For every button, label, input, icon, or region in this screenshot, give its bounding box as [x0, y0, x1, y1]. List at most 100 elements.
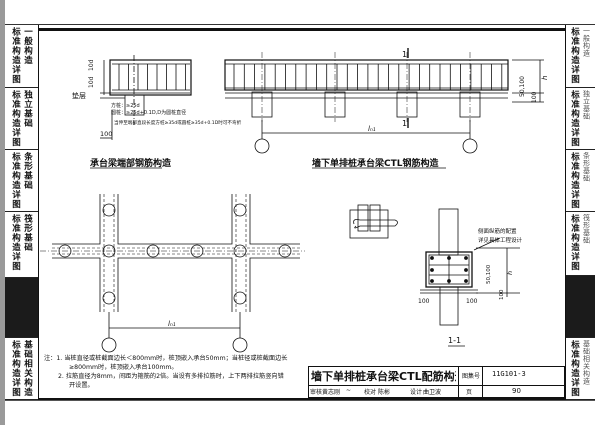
rebar-dot: [464, 279, 468, 283]
dim-100: 100: [531, 91, 538, 103]
pile-circles: [58, 203, 292, 305]
right-tab-related[interactable]: 标准构造详图基础相关构造: [566, 338, 595, 400]
round-pile-note: 圆桩：≥25d+0.1D,D为圆桩直径: [111, 109, 186, 116]
top-border: [5, 24, 595, 25]
atlas-label: 图集号: [462, 373, 481, 380]
reviewer-name: 黄志刚: [322, 389, 341, 396]
right-tab-raft[interactable]: 标准构造详图筏形基础: [566, 212, 595, 276]
left-tab-related[interactable]: 标准构造详图基础相关构造: [5, 338, 38, 400]
ctl-title: 墙下单排桩承台梁CTL钢筋构造: [312, 157, 439, 169]
note-1-cont: ≥800mm时，桩顶嵌入承台100mm。: [69, 364, 178, 371]
pile: [324, 91, 346, 118]
tab-main: 标准构造详图: [10, 340, 21, 397]
designer-name: 曲卫波: [423, 389, 442, 396]
span-label: lₙ₁: [168, 320, 176, 328]
pile-circle: [278, 244, 292, 258]
stirrups: [233, 64, 503, 90]
plan-drawing: lₙ₁: [40, 194, 305, 353]
page-bottom: [5, 400, 595, 401]
left-tab-strip[interactable]: 标准构造详图条形基础: [5, 150, 38, 212]
pile-circle: [233, 244, 247, 258]
rebar-dot: [464, 256, 468, 260]
square-pile-note: 方桩：≥25d: [111, 102, 140, 109]
left-tab-raft[interactable]: 标准构造详图筏形基础: [5, 212, 38, 278]
rebar-dot: [447, 256, 451, 260]
frame-top: [38, 28, 565, 31]
notes: 注：1. 当桩直径或桩截面边长＜800mm时，桩顶嵌入承台50mm；当桩径或桩截…: [44, 354, 287, 390]
dim-h: h: [506, 271, 514, 275]
checker-name: 陈彬: [378, 389, 391, 396]
pile: [459, 91, 481, 118]
note-2: 2. 拉筋直径为8mm，间距为箍筋的2倍。当设有多排拉筋时，上下两排拉筋竖向错: [58, 373, 284, 380]
tab-sub: 一般构造: [582, 27, 591, 57]
dim-100-left: 100: [418, 298, 430, 305]
frame-right: [565, 25, 566, 400]
divider: [482, 366, 483, 398]
pile: [396, 91, 418, 118]
right-tab-strip[interactable]: 标准构造详图条形基础: [566, 150, 595, 212]
no-bend-note: 当伸至端部直段长度方桩≥35d或圆桩≥35d+0.1D时可不弯折: [114, 119, 242, 126]
check-label: 校对: [364, 389, 377, 396]
pile: [439, 286, 459, 326]
end-detail-drawing: 10d 10d 垫层 方桩：≥25d 圆桩：≥25d+0.1D,D为圆桩直径 当…: [72, 55, 242, 169]
left-tab-isolated[interactable]: 标准构造详图独立基础: [5, 88, 38, 150]
tab-sub: 独立基础: [22, 90, 33, 128]
sheet-title: 墙下单排桩承台梁CTL配筋构造: [311, 370, 456, 383]
axis-bubble: [462, 138, 478, 154]
tab-main: 标准构造详图: [569, 27, 580, 84]
note-1: 1. 当桩直径或桩截面边长＜800mm时，桩顶嵌入承台50mm；当桩径或桩截面边…: [56, 355, 288, 362]
tab-sub: 筏形基础: [22, 214, 33, 252]
tab-main: 标准构造详图: [10, 152, 21, 209]
frame-bottom: [38, 398, 565, 400]
wall: [438, 208, 459, 256]
dim-10d: 10d: [88, 59, 95, 71]
pile-circle: [102, 203, 116, 217]
title-block-divider: [308, 385, 565, 386]
rebar-dashed: [52, 194, 300, 312]
rebar-dot: [447, 279, 451, 283]
stirrups: [118, 64, 186, 90]
beam-outline: [109, 59, 192, 96]
atlas-number: 11G101-3: [492, 370, 526, 378]
dim-10d: 10d: [88, 76, 95, 88]
right-tab-pile-active[interactable]: [566, 276, 595, 338]
tab-sub: 条形基础: [22, 152, 33, 190]
side-rebar-note: 详见具体工程设计: [478, 236, 523, 244]
dim-100: 100: [499, 289, 505, 300]
reviewer-signature: ~: [346, 387, 352, 394]
tab-sub: 基础相关构造: [582, 340, 591, 385]
design-label: 设计: [410, 389, 423, 396]
side-rebar-note: 侧面纵筋的配置: [478, 227, 517, 235]
tie-detail-outline: [349, 209, 389, 239]
notes-prefix: 注：: [44, 355, 57, 362]
rebar-dot: [464, 268, 468, 272]
right-tab-isolated[interactable]: 标准构造详图独立基础: [566, 88, 595, 150]
tab-sub: 筏形基础: [582, 214, 591, 244]
frame-left: [38, 25, 39, 400]
axis-bubble: [101, 337, 117, 353]
pile-circle: [233, 291, 247, 305]
right-tab-general[interactable]: 标准构造详图一般构造: [566, 25, 595, 88]
dim-50-100: 50,100: [519, 76, 526, 97]
section-1-1-drawing: 侧面纵筋的配置 详见具体工程设计 50,100 h 100 100 100 1-…: [349, 204, 523, 347]
pile-circle: [146, 244, 160, 258]
piles: [251, 52, 481, 122]
review-label: 审核: [310, 389, 323, 396]
scan-edge: [0, 0, 5, 425]
divider: [458, 366, 459, 398]
left-tab-general[interactable]: 标准构造详图一般构造: [5, 25, 38, 88]
section-mark-label: 1: [402, 119, 407, 128]
tab-main: 标准构造详图: [10, 90, 21, 147]
page-number: 90: [512, 387, 521, 395]
pile: [251, 91, 273, 118]
tab-sub: 一般构造: [22, 27, 33, 65]
pile-circle: [102, 291, 116, 305]
left-tab-pile-active[interactable]: [5, 278, 38, 338]
dim-100-right: 100: [466, 298, 478, 305]
pile-circle: [233, 203, 247, 217]
axis-bubble: [232, 337, 248, 353]
beam-outline: [52, 194, 300, 312]
tab-sub: 基础相关构造: [22, 340, 33, 397]
cushion-label: 垫层: [72, 91, 86, 100]
